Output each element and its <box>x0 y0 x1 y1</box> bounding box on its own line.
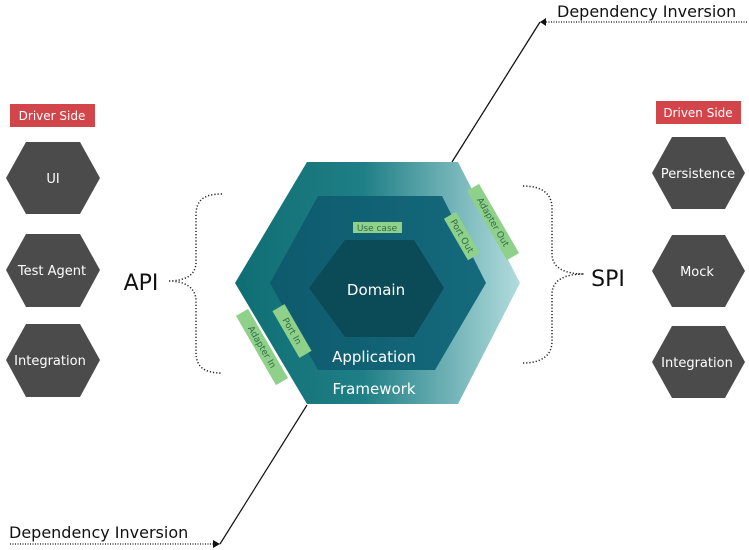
spi-label: SPI <box>591 267 625 292</box>
driven-node-persistence: Persistence <box>652 137 745 209</box>
svg-text:Mock: Mock <box>680 265 714 280</box>
spi-brace <box>522 185 585 364</box>
svg-text:Persistence: Persistence <box>661 167 735 182</box>
driven-node-integration: Integration <box>652 326 745 398</box>
svg-text:Integration: Integration <box>14 354 86 369</box>
driver-node-integration: Integration <box>6 324 100 397</box>
driven-side-badge: Driven Side <box>656 101 741 124</box>
svg-text:Integration: Integration <box>661 356 733 371</box>
dependency-inversion-top-label: Dependency Inversion <box>557 2 736 21</box>
svg-text:Test Agent: Test Agent <box>17 264 86 279</box>
driver-side-badge: Driver Side <box>10 104 95 127</box>
dependency-inversion-bottom-label: Dependency Inversion <box>9 523 188 542</box>
framework-label: Framework <box>332 380 415 398</box>
svg-text:Driver Side: Driver Side <box>19 109 86 123</box>
arrow-head-top <box>540 18 546 26</box>
application-label: Application <box>332 348 416 366</box>
svg-text:UI: UI <box>46 172 59 187</box>
driver-node-test-agent: Test Agent <box>6 234 100 307</box>
domain-hexagon <box>309 240 444 337</box>
driven-node-mock: Mock <box>652 235 745 307</box>
api-label: API <box>124 271 159 296</box>
api-brace <box>167 193 223 374</box>
arrow-head-bottom <box>213 540 220 548</box>
use-case-tag: Use case <box>353 222 402 234</box>
svg-text:Use case: Use case <box>357 224 398 234</box>
domain-label: Domain <box>347 281 405 299</box>
svg-text:Driven Side: Driven Side <box>663 106 732 120</box>
driver-node-ui: UI <box>6 142 100 214</box>
